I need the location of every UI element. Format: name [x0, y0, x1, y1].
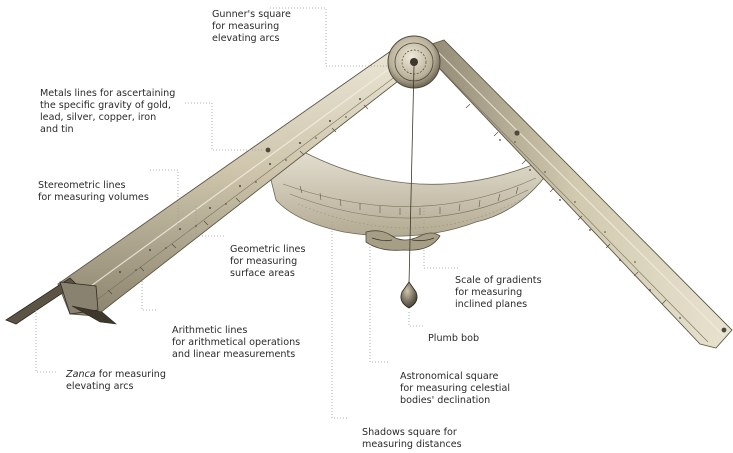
label-line: bodies' declination — [400, 395, 510, 407]
label-scale-of-gradients: Scale of gradients for measuring incline… — [455, 275, 542, 311]
label-line: inclined planes — [455, 299, 542, 311]
label-line: elevating arcs — [212, 33, 291, 45]
label-zanca: Zanca for measuring elevating arcs — [66, 369, 166, 393]
leader-metals-lines — [185, 103, 262, 150]
label-line: Zanca for measuring — [66, 369, 166, 381]
label-line: Stereometric lines — [38, 180, 149, 192]
label-line: Geometric lines — [230, 244, 305, 256]
plumb-bob — [401, 282, 417, 308]
label-plumb-bob: Plumb bob — [428, 333, 479, 345]
leader-plumb-bob — [409, 312, 424, 326]
label-stereometric-lines: Stereometric lines for measuring volumes — [38, 180, 149, 204]
label-arithmetic-lines: Arithmetic lines for arithmetical operat… — [172, 325, 300, 361]
label-line: for measuring volumes — [38, 192, 149, 204]
label-line: for measuring — [212, 21, 291, 33]
zanca-rest: for measuring — [96, 369, 166, 380]
label-line: surface areas — [230, 268, 305, 280]
zanca-term: Zanca — [66, 369, 96, 380]
label-line: for measuring celestial — [400, 383, 510, 395]
label-line: Gunner's square — [212, 9, 291, 21]
leader-astronomical — [370, 244, 390, 362]
label-line: Astronomical square — [400, 371, 510, 383]
label-metals-lines: Metals lines for ascertaining the specif… — [40, 88, 175, 136]
label-astronomical-square: Astronomical square for measuring celest… — [400, 371, 510, 407]
label-line: Arithmetic lines — [172, 325, 300, 337]
label-line: lead, silver, copper, iron — [40, 112, 175, 124]
label-gunners-square: Gunner's square for measuring elevating … — [212, 9, 291, 45]
label-shadows-square: Shadows square for measuring distances — [362, 427, 462, 451]
label-line: for measuring — [455, 287, 542, 299]
leader-shadows — [332, 222, 348, 418]
label-line: Shadows square for — [362, 427, 462, 439]
label-geometric-lines: Geometric lines for measuring surface ar… — [230, 244, 305, 280]
label-line: Metals lines for ascertaining — [40, 88, 175, 100]
label-line: for arithmetical operations — [172, 337, 300, 349]
label-line: elevating arcs — [66, 381, 166, 393]
label-line: for measuring — [230, 256, 305, 268]
label-line: measuring distances — [362, 439, 462, 451]
label-line: Scale of gradients — [455, 275, 542, 287]
plumb-line — [409, 66, 414, 284]
leader-zanca — [36, 310, 58, 372]
label-line: and linear measurements — [172, 349, 300, 361]
label-line: and tin — [40, 124, 175, 136]
label-line: the specific gravity of gold, — [40, 100, 175, 112]
label-line: Plumb bob — [428, 333, 479, 345]
